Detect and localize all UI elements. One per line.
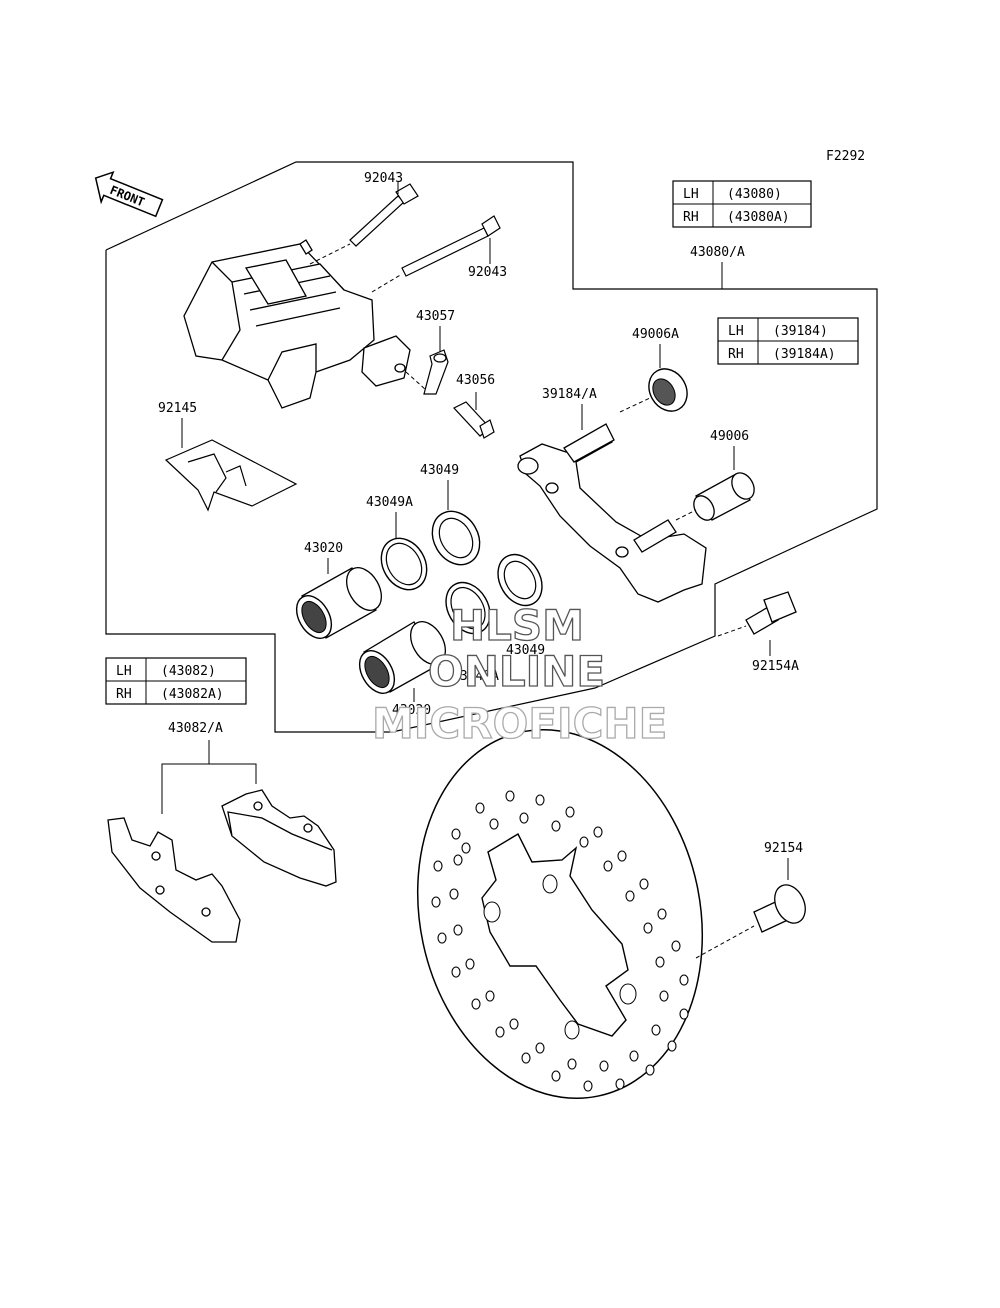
disc-holes bbox=[431, 790, 689, 1092]
bushing bbox=[648, 368, 688, 412]
bleeder-cap bbox=[423, 349, 449, 395]
table-cell: (43082A) bbox=[161, 687, 224, 702]
caliper-pin-upper bbox=[349, 183, 419, 247]
label-39184: 39184/A bbox=[542, 387, 597, 402]
piston-seal-lower bbox=[497, 553, 543, 607]
label-92154A: 92154A bbox=[752, 659, 799, 674]
pin-boot bbox=[693, 472, 755, 521]
brake-pad-left bbox=[107, 817, 241, 943]
pad-spring bbox=[164, 439, 298, 512]
label-43056: 43056 bbox=[456, 373, 495, 388]
front-arrow-icon: FRONT bbox=[94, 170, 164, 218]
dust-seal-lower bbox=[445, 581, 491, 635]
label-43049A-upper: 43049A bbox=[366, 495, 413, 510]
caliper-assy-table: LH (43080) RH (43080A) bbox=[672, 180, 812, 228]
label-92145: 92145 bbox=[158, 401, 197, 416]
label-43082: 43082/A bbox=[168, 721, 223, 736]
table-cell: RH bbox=[116, 687, 132, 702]
diagram-id: F2292 bbox=[826, 149, 865, 164]
bleeder-valve bbox=[453, 401, 495, 439]
bracket-table: LH (39184) RH (39184A) bbox=[717, 317, 859, 365]
table-cell: (43080A) bbox=[727, 210, 790, 225]
label-92154: 92154 bbox=[764, 841, 803, 856]
table-cell: (43080) bbox=[727, 187, 782, 202]
table-cell: (39184) bbox=[773, 324, 828, 339]
label-43057: 43057 bbox=[416, 309, 455, 324]
label-43049A-lower: 43049A bbox=[452, 669, 499, 684]
label-43049-lower: 43049 bbox=[506, 643, 545, 658]
label-92043-lower: 92043 bbox=[468, 265, 507, 280]
label-43080: 43080/A bbox=[690, 245, 745, 260]
watermark: HLSM ONLINE MICROFICHE bbox=[371, 600, 668, 748]
watermark-line1: HLSM bbox=[450, 601, 584, 650]
label-43020-upper: 43020 bbox=[304, 541, 343, 556]
dust-seal-upper bbox=[380, 537, 428, 591]
caliper-pin-lower bbox=[401, 215, 501, 277]
table-cell: LH bbox=[683, 187, 699, 202]
disc-bolt bbox=[753, 884, 806, 933]
label-49006A: 49006A bbox=[632, 327, 679, 342]
caliper-bracket bbox=[517, 423, 707, 603]
watermark-line2: ONLINE bbox=[428, 647, 605, 696]
table-cell: LH bbox=[116, 664, 132, 679]
table-cell: (43082) bbox=[161, 664, 216, 679]
caliper-assembly-outline bbox=[105, 161, 878, 733]
watermark-line3: MICROFICHE bbox=[372, 699, 667, 748]
label-92043-upper: 92043 bbox=[364, 171, 403, 186]
label-43020-lower: 43020 bbox=[392, 703, 431, 718]
bracket-bolt bbox=[745, 591, 797, 635]
table-cell: RH bbox=[683, 210, 699, 225]
brake-disc bbox=[416, 729, 704, 1099]
piston-seal-upper bbox=[431, 510, 481, 566]
table-cell: RH bbox=[728, 347, 744, 362]
piston-upper bbox=[295, 567, 382, 639]
table-cell: LH bbox=[728, 324, 744, 339]
piston-lower bbox=[358, 621, 446, 694]
pads-table: LH (43082) RH (43082A) bbox=[105, 657, 247, 705]
label-43049-upper: 43049 bbox=[420, 463, 459, 478]
label-49006: 49006 bbox=[710, 429, 749, 444]
caliper-body bbox=[183, 239, 411, 409]
table-cell: (39184A) bbox=[773, 347, 836, 362]
brake-pad-right bbox=[221, 789, 337, 887]
